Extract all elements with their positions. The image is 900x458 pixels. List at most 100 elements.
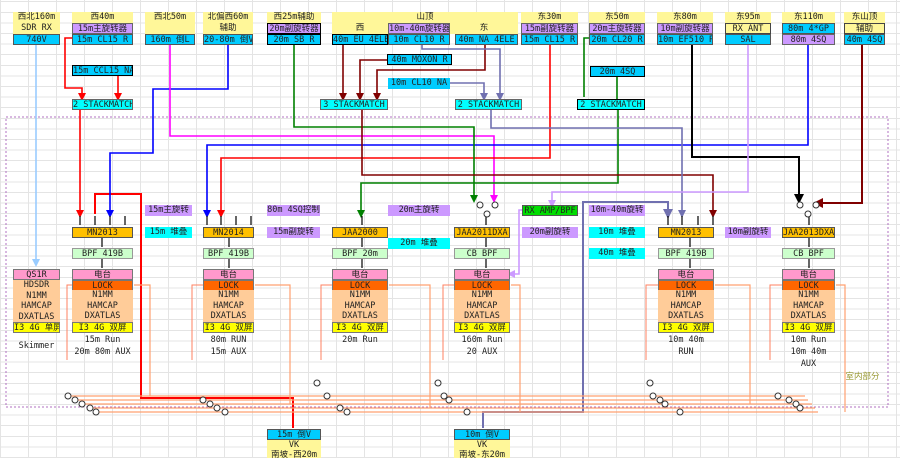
- tag-20m-sub-rotator[interactable]: 20m副旋转: [522, 227, 578, 238]
- software-item: DXATLAS: [464, 311, 500, 321]
- note-line: 15m AUX: [210, 347, 247, 357]
- antenna-site-e50: 东50m: [589, 12, 645, 23]
- antenna-feed[interactable]: 10m CL10 R: [388, 34, 450, 45]
- tag-10m-stack[interactable]: 10m 堆叠: [589, 227, 645, 238]
- tag-10m-sub-rotator[interactable]: 10m副旋转: [725, 227, 771, 238]
- stackmatch-4[interactable]: 2 STACKMATCH: [577, 99, 645, 110]
- relay-switch-icon: [774, 392, 782, 400]
- software-item: HDSDR: [23, 280, 50, 290]
- antenna-switch[interactable]: JAA2013DXA: [782, 227, 835, 238]
- radio[interactable]: 电台: [454, 269, 510, 280]
- note-line: 10m 40m AUX: [790, 347, 827, 369]
- rotator[interactable]: 10m-40m旋转器: [388, 23, 450, 34]
- antenna-feed[interactable]: 15m CL15 R: [72, 34, 133, 45]
- antenna-feed[interactable]: 40m 4SQ: [844, 34, 885, 45]
- rotator[interactable]: 10m副旋转器: [657, 23, 713, 34]
- antenna-switch[interactable]: JAA2000: [332, 227, 388, 238]
- bottom-site: 南坡-西20m: [267, 450, 321, 458]
- antenna-20m-4sq[interactable]: 20m 4SQ: [590, 66, 645, 77]
- antenna-ccl15[interactable]: 15m CCL15 NA: [72, 65, 133, 76]
- software-item: DXATLAS: [84, 311, 121, 321]
- antenna-feed[interactable]: 80m 4SQ: [782, 34, 835, 45]
- rotator[interactable]: 15m副旋转器: [521, 23, 578, 34]
- tag-80m-4sq-control[interactable]: 80m 4SQ控制: [267, 205, 320, 216]
- bandpass-filter[interactable]: BPF 419B: [203, 248, 254, 259]
- antenna-site-e110: 东110m: [782, 12, 835, 23]
- antenna-feed[interactable]: SAL: [725, 34, 771, 45]
- bottom-antenna-10m[interactable]: 10m 倒V: [454, 429, 510, 440]
- relay-switch-icon: [463, 408, 471, 416]
- radio[interactable]: 电台: [203, 269, 254, 280]
- relay-switch-icon: [199, 396, 207, 404]
- tag-15m-stack[interactable]: 15m 堆叠: [145, 227, 192, 238]
- relay-switch-icon: [213, 404, 221, 412]
- bandpass-filter[interactable]: BPF 419B: [72, 248, 133, 259]
- antenna-feed[interactable]: 10m EF510 R: [657, 34, 713, 45]
- antenna-feed[interactable]: 15m CL15 R: [521, 34, 578, 45]
- antenna-switch[interactable]: JAA2011DXA: [454, 227, 510, 238]
- relay-switch-icon: [661, 400, 669, 408]
- antenna-feed[interactable]: 160m 倒L: [145, 34, 195, 45]
- rotator[interactable]: 20m副旋转器: [267, 23, 321, 34]
- pc: I3 4G 双屏: [203, 322, 254, 333]
- antenna-site-e-summit: 东山顶: [844, 12, 885, 23]
- antenna-moxon[interactable]: 40m MOXON R: [387, 54, 452, 65]
- relay-switch-icon: [86, 404, 94, 412]
- relay-switch-icon: [483, 210, 491, 218]
- indoor-label: 室内部分: [845, 372, 880, 382]
- software-item: DXATLAS: [790, 311, 827, 321]
- station-1-radio[interactable]: QS1R: [13, 269, 60, 280]
- tag-15m-main-rotator[interactable]: 15m主旋转: [145, 205, 192, 216]
- bottom-antenna-15m[interactable]: 15m 倒V: [267, 429, 321, 440]
- radio[interactable]: 电台: [332, 269, 388, 280]
- relay-switch-icon: [71, 396, 79, 404]
- bandpass-filter[interactable]: BPF 419B: [658, 248, 714, 259]
- software-item: DXATLAS: [668, 311, 704, 321]
- software-item: N1MM: [675, 290, 697, 300]
- rotator[interactable]: 20m主旋转器: [589, 23, 645, 34]
- rotator[interactable]: 15m主旋转器: [72, 23, 133, 34]
- antenna-site-nnw60: 北偏西60m: [203, 12, 253, 23]
- antenna-cl10-na[interactable]: 10m CL10 NA: [388, 78, 450, 89]
- note-line: 20 AUX: [466, 347, 498, 357]
- radio[interactable]: 电台: [72, 269, 133, 280]
- antenna-feed[interactable]: 40m NA 4ELE: [455, 34, 518, 45]
- summit-west: 西: [332, 23, 388, 34]
- antenna-type[interactable]: 80m 4*GP: [782, 23, 835, 34]
- antenna-switch[interactable]: MN2013: [658, 227, 714, 238]
- tag-10-40m-rotator[interactable]: 10m-40m旋转: [589, 205, 645, 216]
- bandpass-filter[interactable]: CB BPF: [782, 248, 835, 259]
- relay-switch-icon: [812, 201, 820, 209]
- bandpass-filter[interactable]: BPF 20m: [332, 248, 388, 259]
- tag-20m-main-rotator[interactable]: 20m主旋转: [388, 205, 450, 216]
- stackmatch-3[interactable]: 2 STACKMATCH: [455, 99, 522, 110]
- antenna-switch[interactable]: MN2014: [203, 227, 254, 238]
- stackmatch-1[interactable]: 2 STACKMATCH: [72, 99, 133, 110]
- antenna-feed[interactable]: 20m CL20 R: [589, 34, 645, 45]
- antenna-feed[interactable]: 740V: [13, 34, 60, 45]
- software-item: HAMCAP: [793, 300, 824, 311]
- antenna-site-nw160: 西北160m: [13, 12, 60, 23]
- radio[interactable]: 电台: [782, 269, 835, 280]
- antenna-feed[interactable]: 20m SB R: [267, 34, 321, 45]
- tag-40m-stack[interactable]: 40m 堆叠: [589, 248, 645, 259]
- stackmatch-2[interactable]: 3 STACKMATCH: [320, 99, 388, 110]
- relay-switch-icon: [78, 400, 86, 408]
- rx-amp-bpf[interactable]: RX AMP/BPF: [522, 205, 578, 216]
- antenna-feed[interactable]: 20-80m 倒V: [203, 34, 253, 45]
- tag-20m-stack[interactable]: 20m 堆叠: [388, 238, 450, 249]
- radio[interactable]: 电台: [658, 269, 714, 280]
- bottom-call: VK: [267, 440, 321, 451]
- antenna-switch[interactable]: MN2013: [72, 227, 133, 238]
- tag-15m-sub-rotator[interactable]: 15m副旋转: [267, 227, 320, 238]
- note-line: 10m Run: [790, 335, 827, 345]
- antenna-feed[interactable]: 40m EU 4ELE: [332, 34, 388, 45]
- relay-switch-icon: [445, 396, 453, 404]
- software-item: N1MM: [26, 290, 47, 301]
- software-item: HAMCAP: [21, 301, 52, 311]
- bandpass-filter[interactable]: CB BPF: [454, 248, 510, 259]
